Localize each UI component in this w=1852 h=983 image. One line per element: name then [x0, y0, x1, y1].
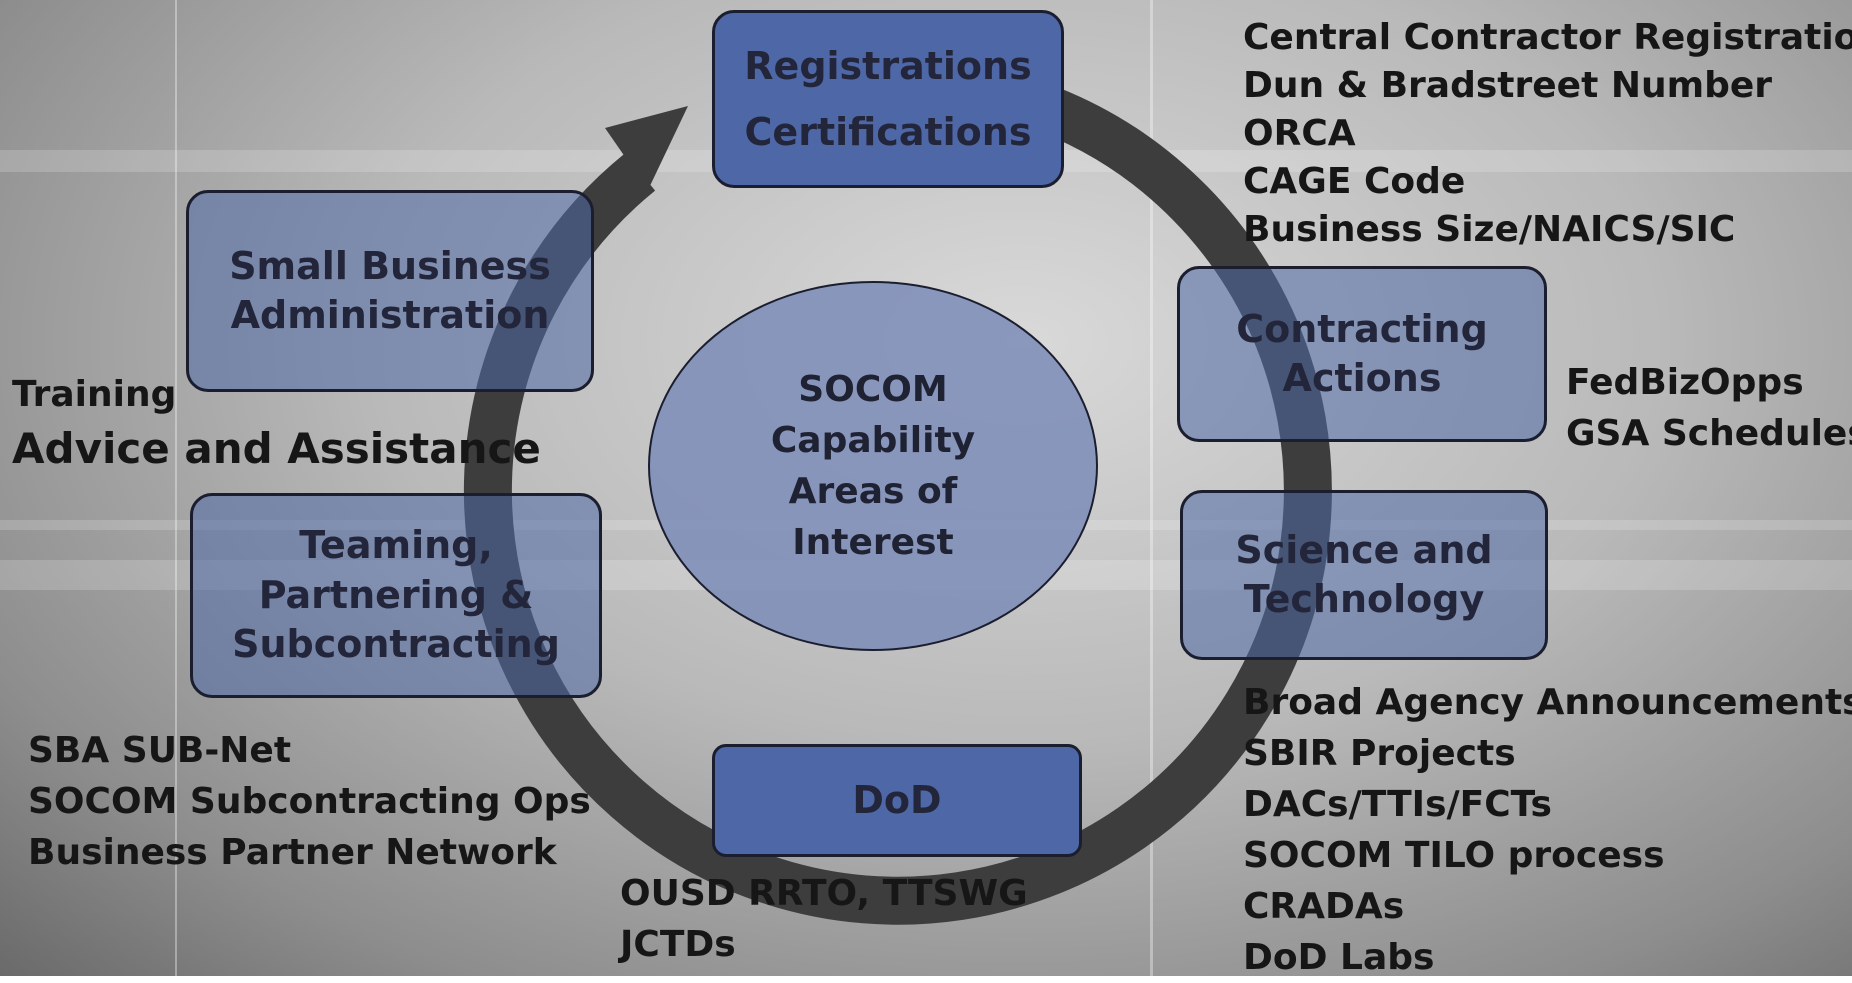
sba-advice-note: Advice and Assistance — [12, 424, 541, 473]
list-item: Broad Agency Announcements — [1243, 682, 1852, 723]
center-oval: SOCOM Capability Areas of Interest — [648, 281, 1098, 651]
box-label: Actions — [1282, 356, 1442, 400]
cycle-arrowhead — [605, 106, 688, 190]
list-item: Business Size/NAICS/SIC — [1243, 209, 1736, 250]
list-item: SBA SUB-Net — [28, 730, 292, 771]
box-label: Subcontracting — [232, 622, 560, 667]
box-label: Certifications — [744, 110, 1032, 154]
list-item: JCTDs — [620, 924, 736, 965]
list-item: SOCOM Subcontracting Ops — [28, 781, 591, 822]
list-item: FedBizOpps — [1566, 362, 1804, 403]
box-label: Science and — [1235, 527, 1493, 572]
center-line: SOCOM — [798, 368, 948, 410]
list-item: OUSD RRTO, TTSWG — [620, 873, 1028, 914]
list-item: Central Contractor Registration — [1243, 17, 1852, 58]
list-item: DoD Labs — [1243, 937, 1435, 978]
list-item: DACs/TTIs/FCTs — [1243, 784, 1552, 825]
center-line: Areas of — [788, 471, 958, 512]
box-label: Teaming, — [299, 523, 493, 568]
sba-box: Small Business Administration — [186, 190, 594, 392]
list-item: ORCA — [1243, 113, 1356, 154]
science-list: Broad Agency Announcements SBIR Projects… — [1243, 677, 1852, 983]
center-line: Capability — [770, 419, 976, 461]
list-item: SBIR Projects — [1243, 733, 1516, 774]
teaming-list: SBA SUB-Net SOCOM Subcontracting Ops Bus… — [28, 725, 591, 878]
box-label: Technology — [1243, 577, 1485, 621]
box-label: Administration — [230, 293, 550, 337]
teaming-box: Teaming, Partnering & Subcontracting — [190, 493, 602, 698]
box-label: Partnering & — [258, 572, 534, 617]
dod-list: OUSD RRTO, TTSWG JCTDs — [620, 868, 1028, 970]
sba-training-note: Training — [12, 374, 177, 415]
list-item: CRADAs — [1243, 886, 1405, 927]
box-label: Registrations — [744, 43, 1032, 88]
science-box: Science and Technology — [1180, 490, 1548, 660]
registrations-list: Central Contractor Registration Dun & Br… — [1243, 14, 1852, 254]
box-label: DoD — [852, 777, 942, 822]
center-line: Interest — [792, 522, 954, 564]
contracting-box: Contracting Actions — [1177, 266, 1547, 442]
box-label: Contracting — [1236, 306, 1488, 351]
list-item: SOCOM TILO process — [1243, 835, 1665, 876]
contracting-list: FedBizOpps GSA Schedules — [1566, 357, 1852, 459]
list-item: GSA Schedules — [1566, 413, 1852, 454]
list-item: Dun & Bradstreet Number — [1243, 65, 1773, 106]
registrations-box: Registrations Certifications — [712, 10, 1064, 188]
list-item: Business Partner Network — [28, 832, 557, 873]
box-label: Small Business — [229, 243, 551, 288]
dod-box: DoD — [712, 744, 1082, 857]
list-item: CAGE Code — [1243, 161, 1466, 202]
